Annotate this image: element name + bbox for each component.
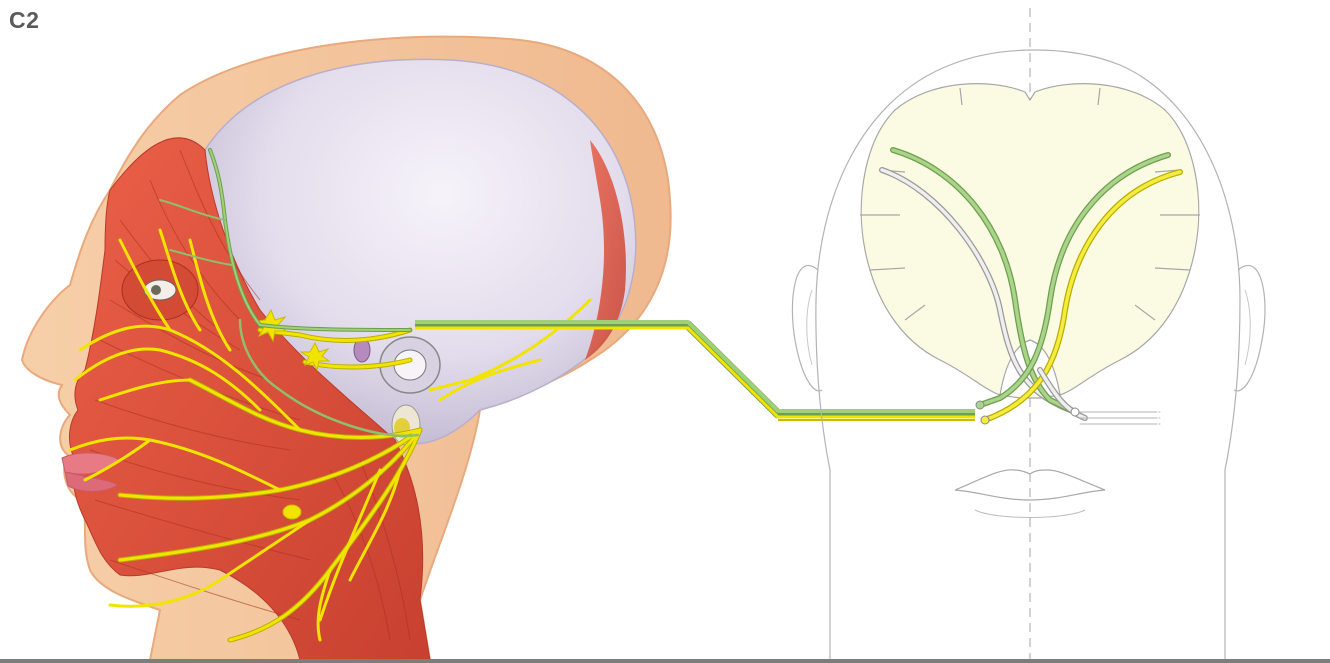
panel-label: C2: [9, 7, 39, 34]
pupil: [151, 285, 161, 295]
frontal-schematic: [792, 8, 1265, 660]
bottom-rule: [0, 659, 1330, 663]
lateral-head-illustration: [22, 37, 671, 660]
right-ear: [1234, 265, 1265, 390]
